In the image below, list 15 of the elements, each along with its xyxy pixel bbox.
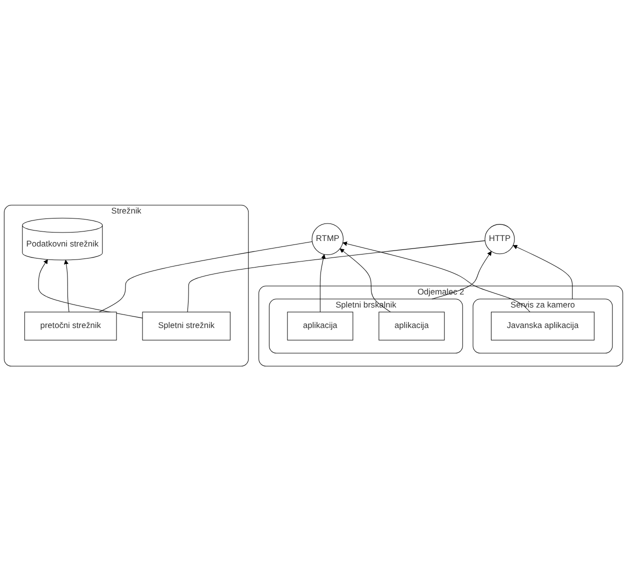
node-box: aplikacija <box>378 312 445 340</box>
node-box: pretočni strežnik <box>24 312 117 340</box>
node-circle: HTTP <box>484 224 515 254</box>
node-box: Spletni strežnik <box>142 312 230 340</box>
connector <box>98 241 312 312</box>
arrow <box>64 260 70 312</box>
node-box: aplikacija <box>287 312 354 340</box>
arrow <box>340 248 391 312</box>
node-box: Javanska aplikacija <box>490 312 594 340</box>
arrow <box>38 259 143 318</box>
arrow <box>512 244 573 300</box>
arrow <box>342 241 530 312</box>
node-circle: RTMP <box>312 223 344 255</box>
connector <box>187 240 486 312</box>
arrow <box>320 254 326 312</box>
